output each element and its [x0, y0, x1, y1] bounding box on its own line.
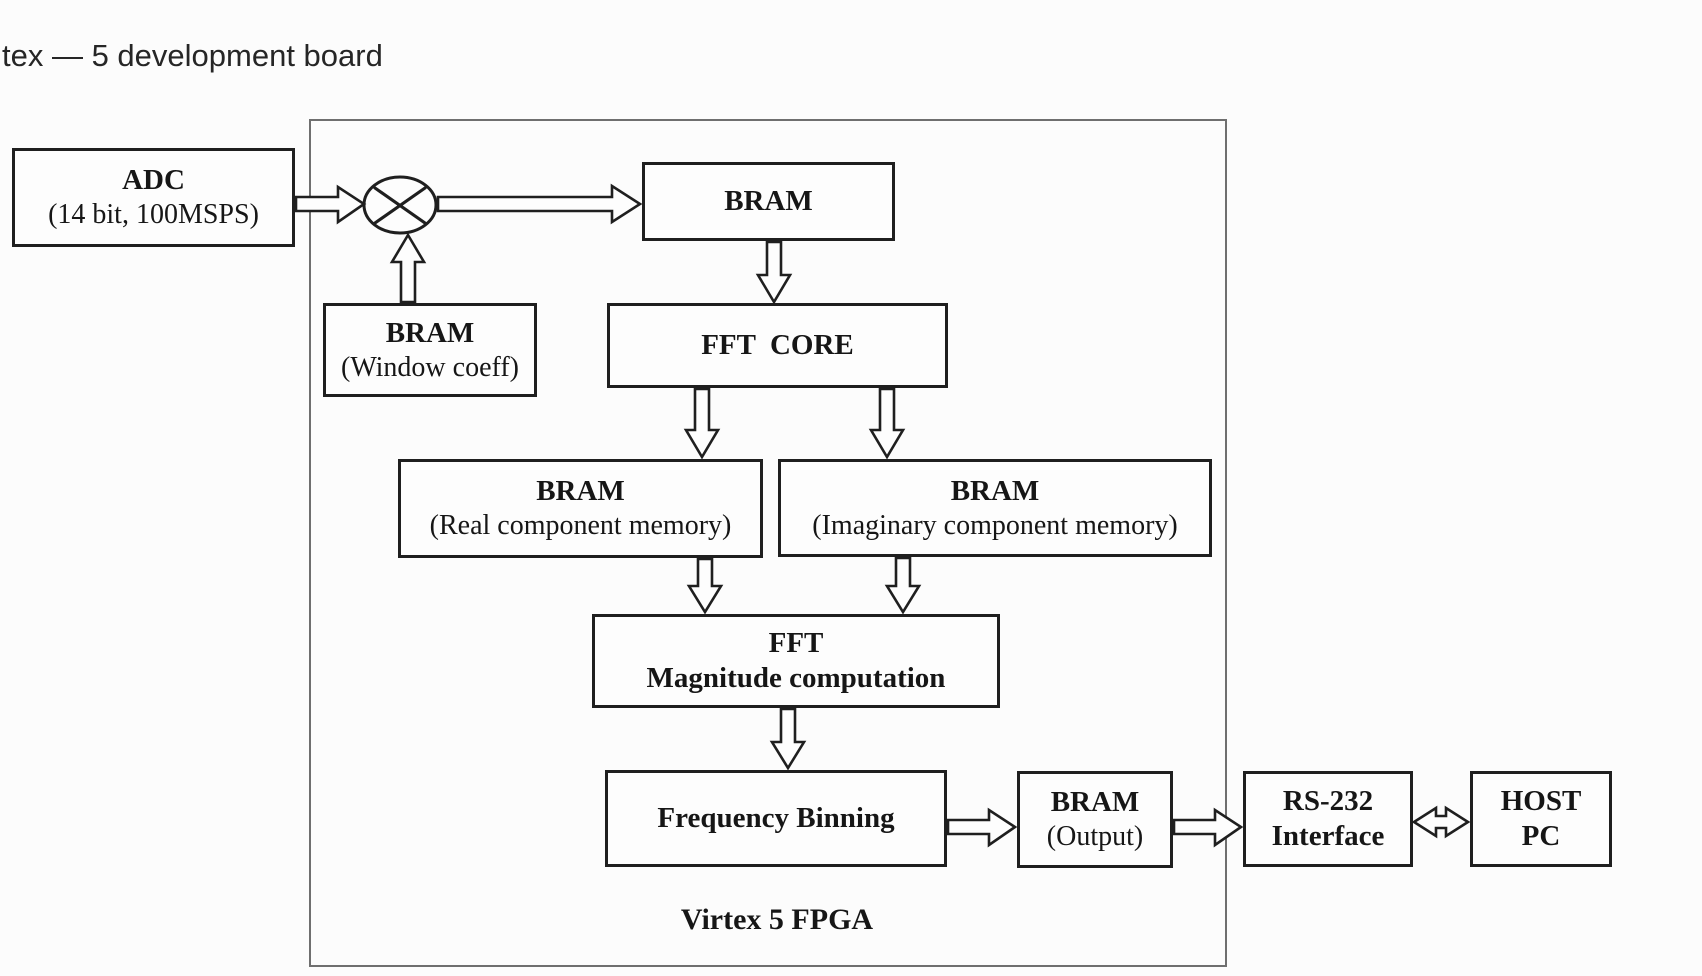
block-bram-input-title: BRAM	[724, 185, 813, 218]
block-fft-core: FFT CORE	[607, 303, 948, 388]
arrow-rs232-to-host-pc-bidirectional	[1411, 805, 1471, 839]
block-frequency-binning-title: Frequency Binning	[657, 802, 895, 835]
block-bram-output-title: BRAM	[1050, 786, 1140, 819]
block-fft-magnitude-title: FFT	[768, 627, 824, 660]
block-fft-core-title: FFT CORE	[701, 329, 854, 362]
block-rs232-subtitle: Interface	[1271, 820, 1385, 852]
block-bram-imaginary: BRAM (Imaginary component memory)	[778, 459, 1212, 557]
block-adc-subtitle: (14 bit, 100MSPS)	[48, 199, 259, 231]
block-fft-magnitude: FFT Magnitude computation	[592, 614, 1000, 708]
block-bram-real-title: BRAM	[536, 475, 625, 508]
block-host-pc: HOST PC	[1470, 771, 1612, 867]
block-bram-window-subtitle: (Window coeff)	[341, 351, 519, 383]
block-rs232-title: RS-232	[1282, 785, 1374, 818]
virtex5-fpga-container-box	[309, 119, 1227, 967]
block-bram-output: BRAM (Output)	[1017, 771, 1173, 868]
block-bram-imaginary-title: BRAM	[950, 474, 1040, 507]
block-bram-input: BRAM	[642, 162, 895, 241]
block-adc-title: ADC	[122, 164, 185, 197]
block-bram-real-subtitle: (Real component memory)	[429, 510, 732, 542]
block-frequency-binning: Frequency Binning	[605, 770, 947, 867]
block-bram-imaginary-subtitle: (Imaginary component memory)	[812, 509, 1178, 541]
page-caption: tex — 5 development board	[2, 38, 383, 73]
block-rs232-interface: RS-232 Interface	[1243, 771, 1413, 867]
block-adc: ADC (14 bit, 100MSPS)	[12, 148, 295, 247]
block-fft-magnitude-subtitle: Magnitude computation	[646, 662, 946, 694]
block-bram-real: BRAM (Real component memory)	[398, 459, 763, 558]
block-bram-window-title: BRAM	[385, 316, 475, 349]
block-bram-output-subtitle: (Output)	[1046, 821, 1144, 853]
fpga-label: Virtex 5 FPGA	[680, 903, 874, 936]
block-host-pc-title: HOST	[1500, 785, 1582, 818]
block-bram-window-coeff: BRAM (Window coeff)	[323, 303, 537, 397]
block-host-pc-subtitle: PC	[1521, 820, 1561, 852]
